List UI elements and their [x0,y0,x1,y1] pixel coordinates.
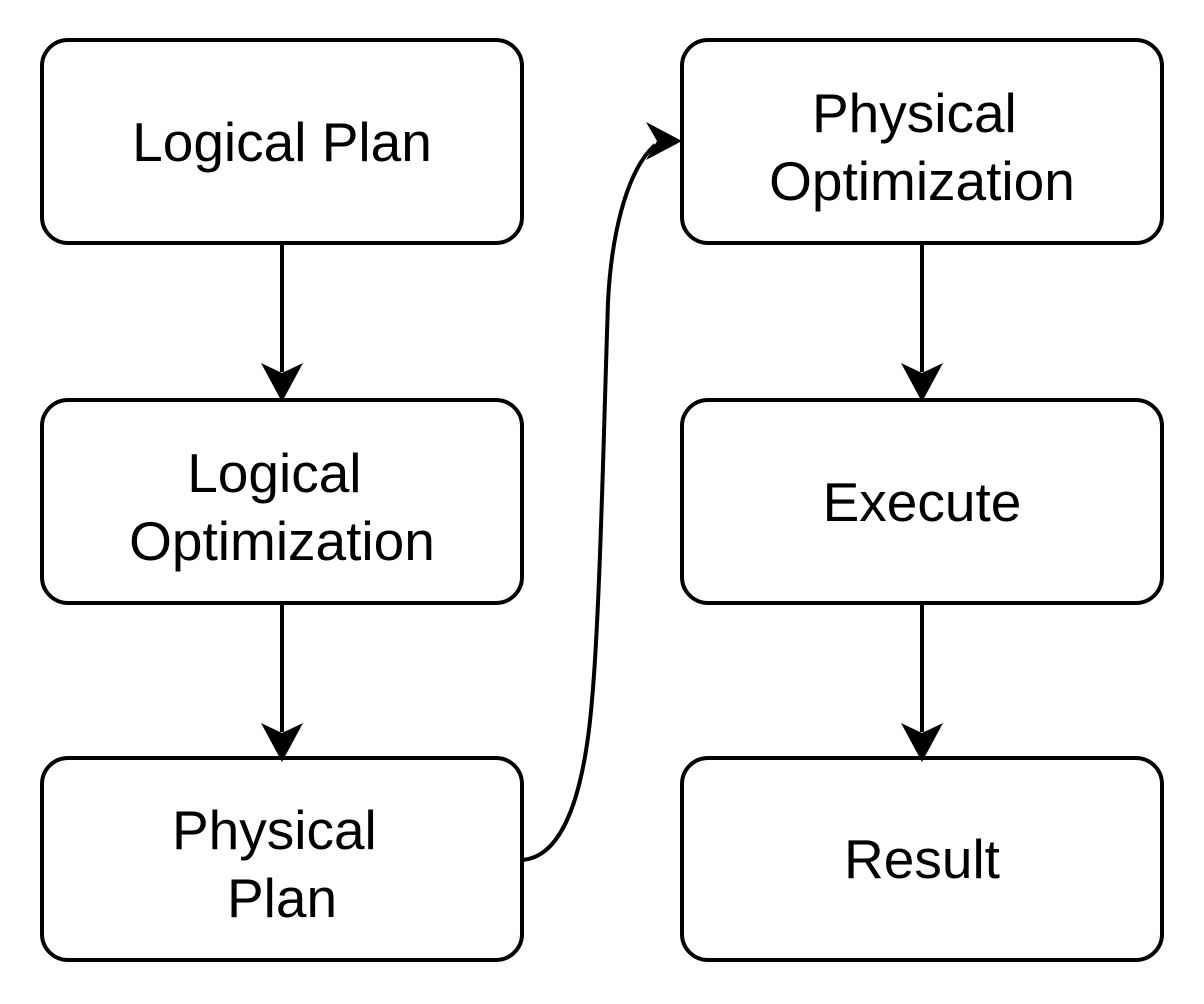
node-result-label: Result [844,828,1000,890]
node-execute-label: Execute [823,471,1022,533]
node-execute: Execute [680,398,1164,605]
arrow-physical-plan-to-physical-optimization [521,122,682,862]
node-physical-plan-label: Physical Plan [172,799,392,929]
arrow-execute-to-result [901,603,943,762]
arrow-physical-optimization-to-execute [901,243,943,402]
arrow-right-icon [646,122,682,160]
arrow-down-icon [261,363,303,402]
node-logical-plan: Logical Plan [40,38,524,245]
node-physical-optimization-label: Physical Optimization [769,82,1075,212]
node-physical-plan: Physical Plan [40,756,524,962]
arrow-down-icon [901,363,943,402]
arrow-down-icon [261,723,303,762]
node-physical-optimization: Physical Optimization [680,38,1164,245]
arrow-logical-optimization-to-physical-plan [261,603,303,762]
curved-arrow-shaft [521,143,657,862]
node-logical-plan-label: Logical Plan [132,111,432,173]
arrow-logical-plan-to-logical-optimization [261,243,303,402]
node-result: Result [680,756,1164,962]
node-logical-optimization: Logical Optimization [40,398,524,605]
arrow-down-icon [901,723,943,762]
node-logical-optimization-label: Logical Optimization [129,442,435,572]
